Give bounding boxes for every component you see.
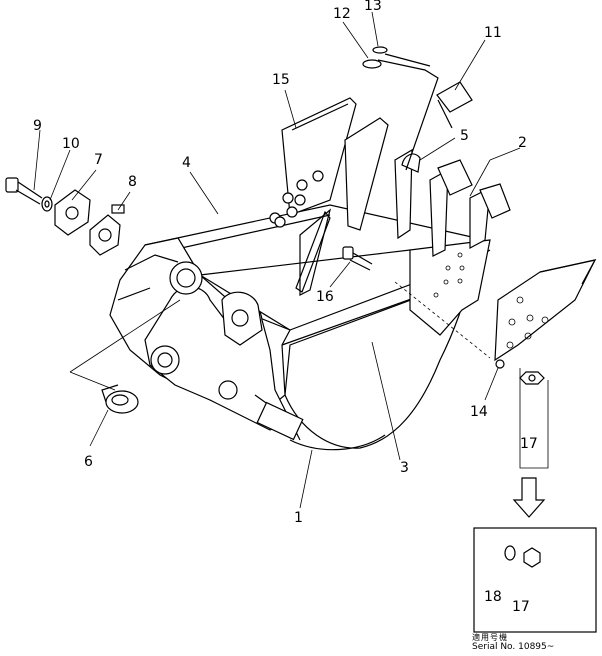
bolt-9 (5, 177, 43, 205)
callout-5: 5 (460, 128, 469, 144)
arrow-down-icon (512, 477, 546, 518)
callout-15: 15 (272, 72, 290, 88)
nut-7 (54, 189, 91, 236)
rod (295, 210, 331, 293)
callout-17-inset: 17 (512, 599, 530, 615)
callout-1: 1 (294, 510, 303, 526)
callout-11: 11 (484, 25, 502, 41)
callout-labels: 1 2 3 4 5 6 7 8 9 10 11 12 13 14 15 16 1… (33, 0, 538, 615)
callout-18: 18 (484, 589, 502, 605)
callout-7: 7 (94, 152, 103, 168)
inset-box (473, 527, 597, 633)
callout-13: 13 (364, 0, 382, 14)
bolt-16 (342, 246, 373, 271)
callout-10: 10 (62, 136, 80, 152)
shim-8 (89, 204, 125, 256)
pin-assembly (362, 46, 439, 171)
washer-10 (41, 196, 53, 212)
callout-16: 16 (316, 289, 334, 305)
callout-2: 2 (518, 135, 527, 151)
side-cutter-14 (494, 259, 597, 369)
callout-8: 8 (128, 174, 137, 190)
nut-17-box (519, 368, 549, 469)
bolt-cluster (269, 170, 324, 228)
serial-info: 適用号機 Serial No. 10895~ (472, 633, 600, 652)
callout-9: 9 (33, 118, 42, 134)
leader-lines (33, 11, 521, 509)
serial-jp-label: 適用号機 (472, 633, 508, 642)
bucket-body (109, 97, 491, 451)
callout-17: 17 (520, 436, 538, 452)
serial-number: Serial No. 10895~ (472, 642, 555, 652)
callout-4: 4 (182, 155, 191, 171)
callout-12: 12 (333, 6, 351, 22)
teeth-row (344, 81, 511, 257)
callout-3: 3 (400, 460, 409, 476)
callout-6: 6 (84, 454, 93, 470)
bushing-6 (101, 384, 139, 414)
callout-14: 14 (470, 404, 488, 420)
